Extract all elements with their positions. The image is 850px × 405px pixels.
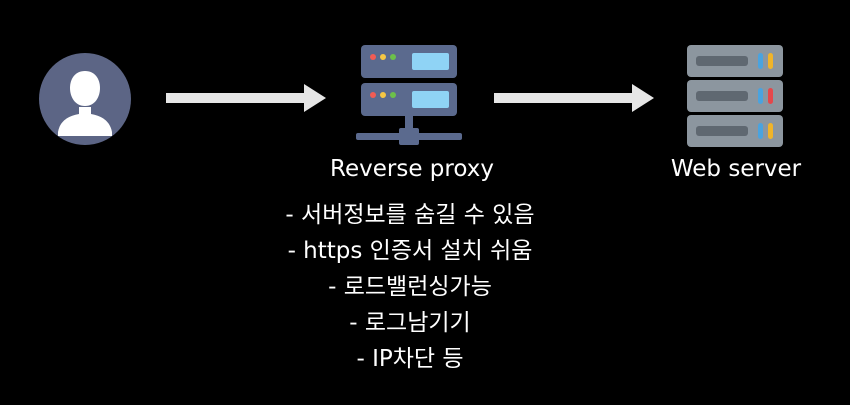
user-icon xyxy=(39,53,131,145)
reverse-proxy-label: Reverse proxy xyxy=(330,156,494,182)
feature-item-hide-server-info: - 서버정보를 숨길 수 있음 xyxy=(285,202,535,228)
web-server-icon xyxy=(687,45,783,147)
feature-item-load-balancing: - 로드밸런싱가능 xyxy=(328,274,492,300)
web-server-label: Web server xyxy=(670,156,802,182)
feature-item-logging: - 로그남기기 xyxy=(349,310,471,336)
feature-list: - 서버정보를 숨길 수 있음 - https 인증서 설치 쉬움 - 로드밸런… xyxy=(205,197,615,377)
feature-item-https-cert: - https 인증서 설치 쉬움 xyxy=(287,238,533,264)
reverse-proxy-icon xyxy=(356,45,462,145)
arrow-user-to-proxy xyxy=(166,84,326,112)
feature-item-ip-blocking: - IP차단 등 xyxy=(356,346,464,372)
arrow-proxy-to-webserver xyxy=(494,84,654,112)
